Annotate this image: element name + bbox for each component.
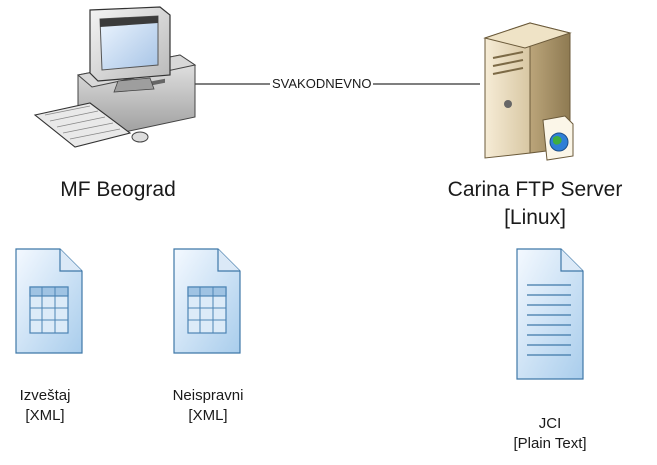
server-label-line1: Carina FTP Server [447,178,623,201]
file-label-line1: Izveštaj [19,387,71,404]
connector-label: SVAKODNEVNO [270,76,374,92]
file-label-line1: Neispravni [172,387,244,404]
file-label-line2: [XML] [188,407,228,424]
file-label-line2: [Plain Text] [513,435,587,452]
file-label-line1: JCI [538,415,562,432]
xml-file-icon [12,245,86,360]
desktop-computer-icon [30,5,200,150]
ftp-server-icon [475,8,585,168]
text-file-icon [513,245,587,385]
xml-file-icon [170,245,244,360]
file-label-line2: [XML] [25,407,65,424]
server-label-line2: [Linux] [504,206,566,229]
computer-label: MF Beograd [60,178,176,201]
